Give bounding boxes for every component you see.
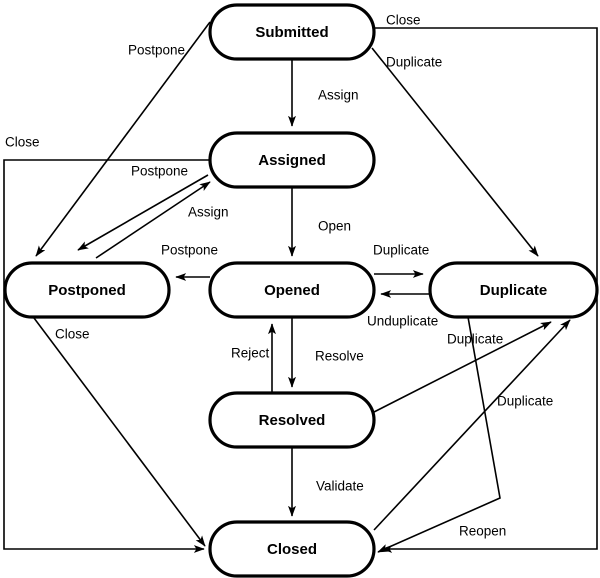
transition-duplicate-to-closed <box>377 316 501 553</box>
state-box-shape-duplicate <box>428 261 599 319</box>
transition-label-assigned-closed: Close <box>5 135 40 150</box>
state-label-submitted: Submitted <box>255 24 328 41</box>
state-label-postponed: Postponed <box>48 282 126 299</box>
state-label-duplicate: Duplicate <box>480 282 548 299</box>
state-box-shape-postponed <box>3 261 171 319</box>
state-box-shape-opened <box>208 261 376 319</box>
transition-label-submitted-closed: Close <box>386 13 421 28</box>
transition-label-opened-duplicate: Duplicate <box>373 243 429 258</box>
state-box-shape-assigned <box>208 131 376 189</box>
transition-label-assigned-opened: Open <box>318 219 351 234</box>
state-box-shape-closed <box>208 520 376 578</box>
transition-label-resolved-closed: Validate <box>316 479 364 494</box>
transition-label-postponed-closed: Close <box>55 327 90 342</box>
transition-label-duplicate-opened: Unduplicate <box>367 314 438 329</box>
state-node-closed[interactable]: Closed <box>208 520 376 578</box>
transition-resolved-to-duplicate <box>373 321 552 413</box>
transition-postponed-to-closed <box>33 317 206 547</box>
transition-assigned-to-postponed <box>77 174 209 251</box>
state-label-assigned: Assigned <box>258 152 326 169</box>
transition-submitted-to-postponed <box>35 21 211 257</box>
transition-label-postponed-assigned: Assign <box>188 205 229 220</box>
state-box-shape-submitted <box>208 3 376 61</box>
state-label-opened: Opened <box>264 282 320 299</box>
transition-label-assigned-postponed: Postpone <box>131 164 188 179</box>
state-node-submitted[interactable]: Submitted <box>208 3 376 61</box>
transition-label-submitted-assigned: Assign <box>318 88 359 103</box>
state-label-resolved: Resolved <box>259 412 326 429</box>
transition-labels-layer: AssignPostponeCloseDuplicateOpenPostpone… <box>5 13 553 539</box>
transition-label-closed-duplicate: Duplicate <box>497 394 553 409</box>
state-box-shape-resolved <box>208 391 376 449</box>
transitions-layer <box>3 21 598 553</box>
transition-label-opened-resolved: Resolve <box>315 349 364 364</box>
transition-label-submitted-duplicate: Duplicate <box>386 55 442 70</box>
transition-label-resolved-opened: Reject <box>231 346 270 361</box>
transition-submitted-to-duplicate <box>371 47 539 257</box>
state-node-opened[interactable]: Opened <box>208 261 376 319</box>
transition-assigned-to-closed <box>3 159 210 553</box>
transition-postponed-to-assigned <box>95 181 211 259</box>
state-node-resolved[interactable]: Resolved <box>208 391 376 449</box>
state-node-assigned[interactable]: Assigned <box>208 131 376 189</box>
state-node-duplicate[interactable]: Duplicate <box>428 261 599 319</box>
transition-label-submitted-postponed: Postpone <box>128 43 185 58</box>
state-node-postponed[interactable]: Postponed <box>3 261 171 319</box>
transition-label-opened-postponed: Postpone <box>161 243 218 258</box>
transition-closed-to-duplicate <box>373 319 571 531</box>
transition-label-resolved-duplicate: Duplicate <box>447 332 503 347</box>
transition-label-duplicate-closed: Reopen <box>459 524 506 539</box>
state-label-closed: Closed <box>267 541 317 558</box>
